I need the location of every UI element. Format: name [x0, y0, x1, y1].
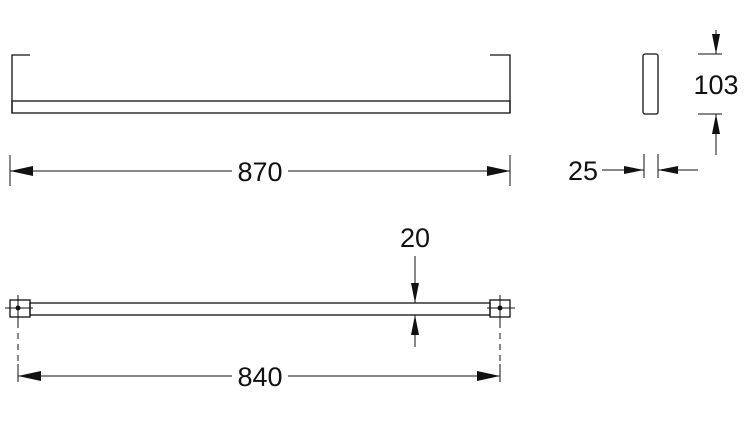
- arrow-right-icon: [487, 166, 510, 176]
- bar-front: [11, 100, 511, 114]
- arrow-left-icon: [18, 371, 41, 381]
- arrow-down-icon: [712, 34, 720, 54]
- dimension-20: 20: [400, 223, 430, 347]
- arrow-right-icon: [477, 371, 500, 381]
- arrow-down-icon: [411, 283, 419, 303]
- arrow-up-icon: [411, 315, 419, 335]
- side-view: [642, 53, 659, 115]
- bracket-side: [642, 53, 659, 115]
- dimension-840: 840: [17, 362, 501, 392]
- dim-103-label: 103: [693, 70, 738, 100]
- dimension-25: 25: [568, 154, 698, 186]
- dim-870-label: 870: [237, 157, 282, 187]
- right-bracket: [490, 54, 511, 113]
- dim-20-label: 20: [400, 223, 430, 253]
- arrow-left-icon: [658, 166, 678, 174]
- bar-top: [29, 302, 491, 316]
- dim-25-label: 25: [568, 156, 598, 186]
- arrow-left-icon: [10, 166, 33, 176]
- dimension-103: 103: [693, 30, 739, 155]
- left-bracket: [11, 54, 30, 113]
- top-view: [5, 295, 515, 364]
- arrow-up-icon: [712, 114, 720, 134]
- arrow-right-icon: [624, 166, 644, 174]
- dimension-870: 870: [9, 155, 511, 187]
- front-view: [11, 54, 511, 114]
- dim-840-label: 840: [237, 362, 282, 392]
